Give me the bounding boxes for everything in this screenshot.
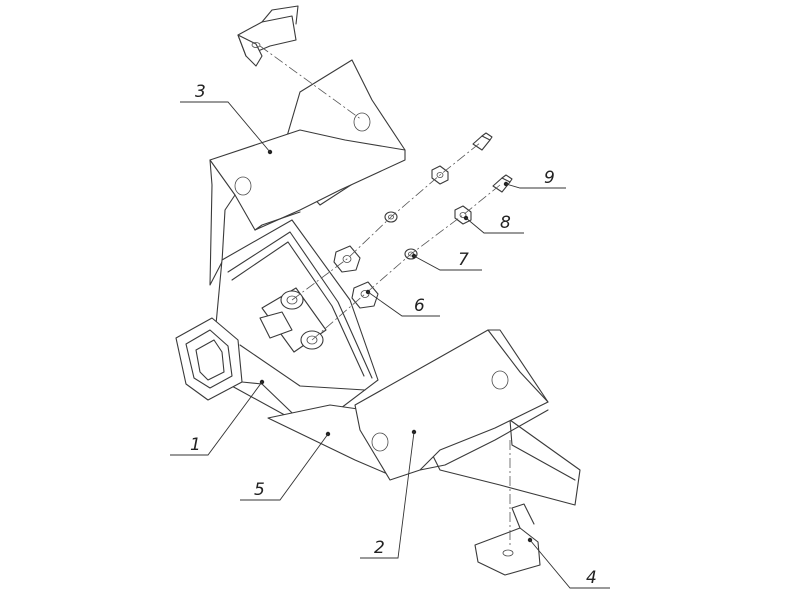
part-9-bolt-lower	[492, 174, 513, 193]
callout-5-label: 5	[254, 480, 265, 500]
callout-2-label: 2	[374, 538, 385, 558]
part-4-bottom-clip	[474, 503, 541, 576]
callout-6: 6	[365, 289, 440, 317]
callout-6-label: 6	[414, 296, 425, 316]
part-4-top-clip	[237, 5, 299, 67]
callout-2: 2	[360, 429, 417, 559]
callout-3-label: 3	[195, 82, 206, 102]
callout-8-label: 8	[500, 213, 511, 233]
part-8-nut-lower	[454, 205, 472, 225]
callout-9: 9	[503, 168, 566, 189]
callout-9-label: 9	[544, 168, 555, 188]
callout-1: 1	[170, 379, 265, 456]
part-9-bolt-upper	[472, 132, 493, 151]
part-6-cam-lower	[351, 281, 379, 309]
assembly-axis-lines	[259, 45, 511, 545]
callout-7-label: 7	[458, 250, 469, 270]
callout-4: 4	[527, 537, 610, 589]
callout-5: 5	[240, 431, 331, 501]
callout-3: 3	[180, 82, 273, 155]
part-2-lower-bracket	[354, 329, 549, 481]
callout-1-label: 1	[190, 435, 201, 455]
part-3-upper-bracket	[209, 59, 406, 286]
callout-8: 8	[463, 213, 524, 234]
callout-7: 7	[411, 250, 482, 271]
callout-4-label: 4	[586, 568, 597, 588]
